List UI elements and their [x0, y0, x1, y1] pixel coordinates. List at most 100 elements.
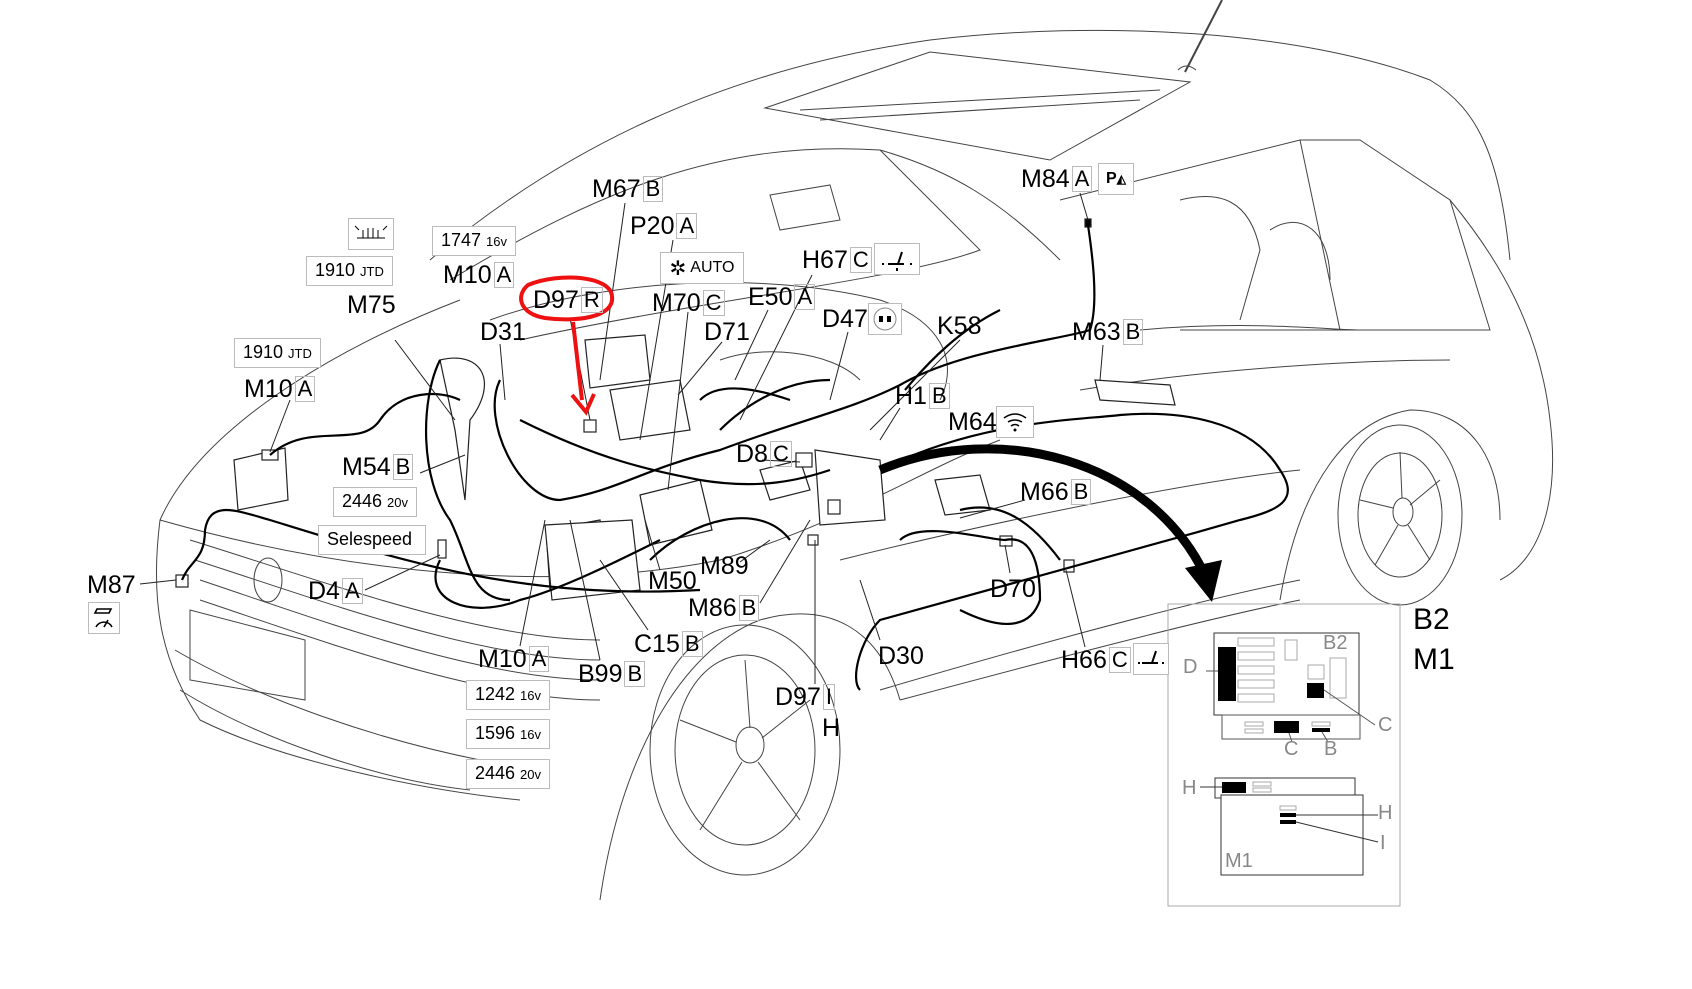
component-code: H66 — [1061, 646, 1107, 674]
component-code: M84 — [1021, 165, 1070, 193]
connector-letter: R — [580, 287, 603, 313]
component-code: D47 — [822, 305, 868, 333]
connector-letter: A — [341, 578, 363, 604]
component-label: M50 — [648, 567, 697, 595]
component-label: M64 — [948, 408, 997, 436]
inset-pin-c-bottom: C — [1284, 738, 1299, 760]
component-code: D30 — [878, 642, 924, 670]
component-code: D97 — [533, 286, 579, 314]
inset-pin-b: B — [1324, 738, 1338, 760]
engine-suffix: 16v — [520, 727, 542, 742]
component-label: K58 — [937, 312, 981, 340]
connector-letter: B — [681, 631, 703, 657]
inset-board-label: B2 — [1323, 632, 1348, 654]
inset-title-m1: M1 — [1413, 643, 1455, 676]
inset-pin-i: I — [1380, 832, 1386, 854]
seat-adjust-icon — [874, 243, 920, 275]
pointer-arrow — [878, 444, 1222, 602]
engine-variant-box: 2446 20v — [466, 759, 551, 789]
engine-variant-box: 1910 JTD — [306, 256, 393, 286]
component-code: D4 — [308, 577, 340, 605]
connector-letter: C — [769, 441, 792, 467]
component-label: D31 — [480, 318, 526, 346]
speed-control-icon — [88, 602, 120, 634]
connector-letter: A — [794, 284, 816, 310]
component-code: D71 — [704, 318, 750, 346]
seat-adjust-icon — [1133, 643, 1169, 675]
inset-pin-c-right: C — [1378, 714, 1393, 736]
engine-suffix: 16v — [520, 688, 542, 703]
connector-letter: A — [493, 262, 515, 288]
component-label: D30 — [878, 642, 924, 670]
component-code: P20 — [630, 212, 675, 240]
connector-letter: C — [1108, 647, 1131, 673]
component-label: M87 — [87, 571, 136, 599]
component-code: M66 — [1020, 478, 1069, 506]
engine-suffix: JTD — [360, 264, 384, 279]
wiring-harness — [180, 224, 1289, 691]
component-code: C15 — [634, 630, 680, 658]
component-code: D97 — [775, 683, 821, 711]
engine-variant-box: Selespeed — [318, 525, 427, 555]
inset-sub-label: M1 — [1225, 850, 1253, 872]
component-code: M10 — [443, 261, 492, 289]
modules — [175, 218, 1176, 601]
glow-plug-icon — [348, 218, 394, 250]
component-code: H67 — [802, 246, 848, 274]
component-code: D31 — [480, 318, 526, 346]
component-code: M50 — [648, 567, 697, 595]
connector-letter: B — [624, 661, 646, 687]
component-code: M87 — [87, 571, 136, 599]
component-label: M89 — [700, 552, 749, 580]
connector-letter: B — [392, 454, 414, 480]
component-label: D70 — [990, 575, 1036, 603]
component-code: M89 — [700, 552, 749, 580]
component-code: M63 — [1072, 318, 1121, 346]
component-code: E50 — [748, 283, 793, 311]
component-code: M86 — [688, 594, 737, 622]
rain-sensor-icon — [996, 406, 1034, 438]
car-body-outline — [155, 0, 1553, 901]
connector-letter: B — [1070, 479, 1092, 505]
connector-letter: B — [642, 176, 664, 202]
connector-letter: A — [1071, 166, 1093, 192]
connector-letter: I — [822, 684, 835, 710]
component-code: H1 — [895, 382, 927, 410]
engine-code: 2446 — [342, 491, 383, 511]
inset-pin-h-right: H — [1378, 802, 1393, 824]
component-label: D71 — [704, 318, 750, 346]
parking-sensor-icon: P◭ — [1098, 163, 1134, 195]
component-code: M10 — [244, 375, 293, 403]
engine-code: 1910 — [315, 260, 356, 280]
component-code: D70 — [990, 575, 1036, 603]
engine-code: 1910 — [243, 342, 284, 362]
engine-code: 2446 — [475, 763, 516, 783]
component-code: M64 — [948, 408, 997, 436]
component-code: M67 — [592, 175, 641, 203]
connector-letter: B — [928, 383, 950, 409]
connector-letter: B — [1122, 319, 1144, 345]
engine-suffix: 20v — [520, 767, 542, 782]
component-label: H — [822, 714, 840, 742]
inset-title-b2: B2 — [1413, 603, 1450, 636]
lumbar-icon — [868, 303, 902, 335]
